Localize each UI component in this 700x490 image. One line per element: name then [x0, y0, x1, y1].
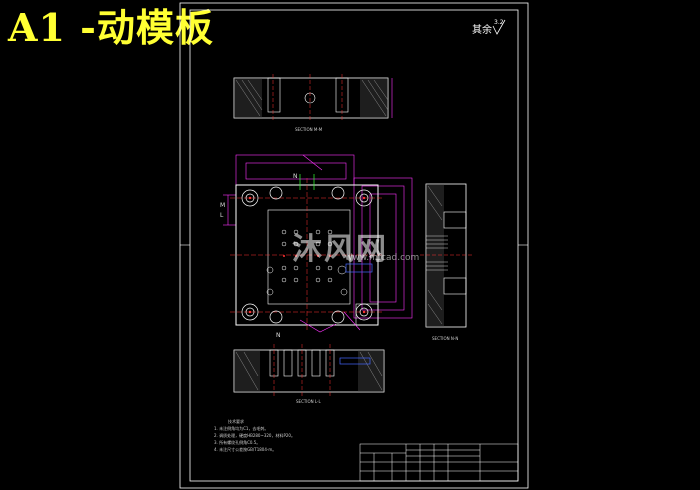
sheet-outer-border: [179, 2, 529, 489]
hole-centers: [248, 196, 366, 314]
dim-m-left: M: [220, 202, 225, 209]
pin-hole-grid: [266, 229, 348, 296]
notes-line-1: 1. 未注倒角均为C1，去毛刺。: [214, 425, 268, 431]
cavity-pocket: [267, 209, 351, 305]
section-nn-view: SECTION N-N: [420, 183, 472, 341]
watermark-text: 沐风网: [292, 232, 388, 267]
leader-right: [343, 311, 361, 331]
notes-heading: 技术要求: [228, 418, 244, 424]
dot-markers: [283, 255, 331, 257]
notes-line-3: 3. 所有螺纹孔倒角C0.5。: [214, 439, 260, 445]
gate-slot: [345, 263, 373, 273]
title-block: [359, 443, 519, 482]
drawing-title: A1 -动模板: [8, 5, 214, 50]
notes-line-4: 4. 未注尺寸公差按GB/T1804-m。: [214, 446, 276, 452]
dim-n-top: N: [293, 173, 298, 180]
roughness-value: 3.2: [494, 19, 504, 26]
roughness-label: 其余: [472, 23, 492, 36]
section-mm-view: SECTION M-M: [233, 74, 393, 132]
sheet-inner-border: [189, 9, 519, 482]
roughness-check-icon: [492, 19, 506, 35]
centerlines: [230, 178, 384, 332]
section-mm-label: SECTION M-M: [295, 127, 323, 132]
green-guide: [299, 174, 315, 190]
section-ll-view: SECTION L-L: [233, 344, 385, 404]
roughness-symbol: 其余 3.2: [472, 19, 506, 36]
watermark-url: www.mfcad.com: [345, 253, 420, 263]
notes-line-2: 2. 调质处理，硬度HB280~320，材料P20。: [214, 432, 295, 438]
section-ll-label: SECTION L-L: [296, 399, 321, 404]
leader-bottom: [299, 319, 337, 333]
dim-l-left: L: [220, 212, 224, 219]
section-nn-label: SECTION N-N: [432, 336, 458, 341]
bottom-right-notch: [355, 303, 379, 326]
technical-notes: 技术要求 1. 未注倒角均为C1，去毛刺。 2. 调质处理，硬度HB280~32…: [214, 418, 295, 452]
dim-n-bottom: N: [276, 332, 281, 339]
